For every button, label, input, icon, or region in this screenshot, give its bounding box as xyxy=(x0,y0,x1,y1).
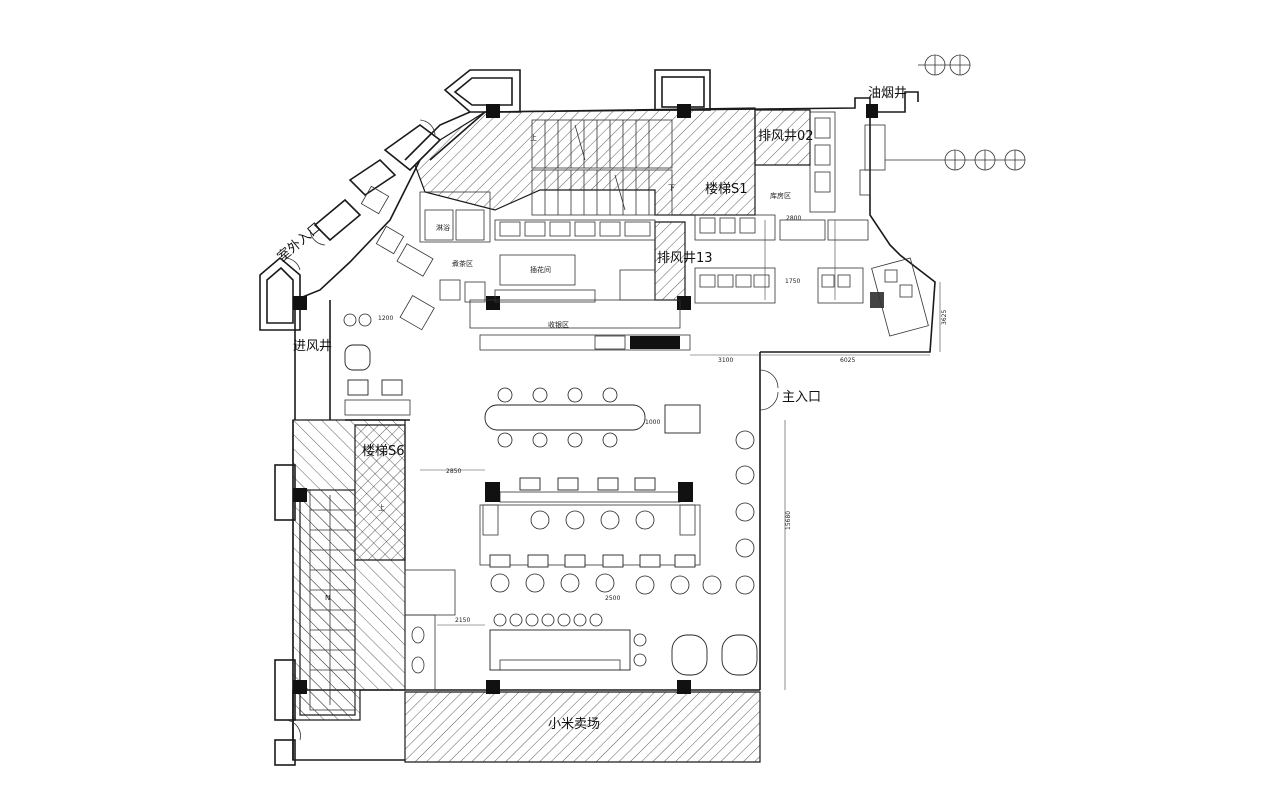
lounge-seats xyxy=(343,313,411,416)
restroom xyxy=(404,569,456,691)
dining-tables-row3 xyxy=(489,554,755,595)
dim-6025: 6025 xyxy=(840,357,855,364)
doors xyxy=(284,119,779,741)
bar-counter xyxy=(489,613,758,676)
label-shower: 淋浴 xyxy=(436,223,450,232)
columns xyxy=(293,104,884,694)
dim-2500: 2500 xyxy=(605,595,620,602)
label-cashier-area: 收银区 xyxy=(548,320,569,329)
dim-1200: 1200 xyxy=(378,315,393,322)
label-exhaust-shaft-02: 排风井02 xyxy=(758,129,814,144)
dining-tables-row1 xyxy=(485,477,693,503)
label-stair-s6: 楼梯S6 xyxy=(362,444,405,459)
label-exhaust-shaft-13: 排风井13 xyxy=(657,251,713,266)
dimension-labels: 3100 6025 2850 2150 1750 1000 2800 15680… xyxy=(378,215,948,624)
dim-15680: 15680 xyxy=(785,511,792,530)
dim-2150: 2150 xyxy=(455,617,470,624)
dining-tables-row2 xyxy=(479,504,701,566)
communal-table xyxy=(484,387,701,448)
stair-s1-steps xyxy=(531,119,673,216)
dim-3100: 3100 xyxy=(718,357,733,364)
storage-shelving xyxy=(694,111,929,337)
dim-2850: 2850 xyxy=(446,468,461,475)
label-storage-area: 库房区 xyxy=(770,191,791,200)
label-up-s6: 上 xyxy=(378,503,385,512)
dimension-lines xyxy=(420,220,941,690)
side-round-tables xyxy=(735,430,755,558)
label-intake-shaft: 进风井 xyxy=(293,339,332,354)
label-main-entrance: 主入口 xyxy=(782,390,821,405)
label-flower-room: 插花间 xyxy=(530,265,551,274)
label-tea-area: 煮茶区 xyxy=(452,259,473,268)
label-oil-shaft: 油烟井 xyxy=(868,86,907,101)
dim-3625: 3625 xyxy=(941,310,948,325)
label-down-s1: 下 xyxy=(668,184,675,192)
stair-s6-steps xyxy=(309,489,356,711)
label-up-s1: 上 xyxy=(530,133,537,142)
label-north: N xyxy=(325,594,330,602)
label-stair-s1: 楼梯S1 xyxy=(705,182,748,197)
exhaust-fans xyxy=(885,54,1026,171)
dim-1750: 1750 xyxy=(785,278,800,285)
kitchen-fixtures xyxy=(360,185,691,351)
label-xiaomi-store: 小米卖场 xyxy=(548,717,600,732)
dim-2800: 2800 xyxy=(786,215,801,222)
dim-1000: 1000 xyxy=(645,419,660,426)
